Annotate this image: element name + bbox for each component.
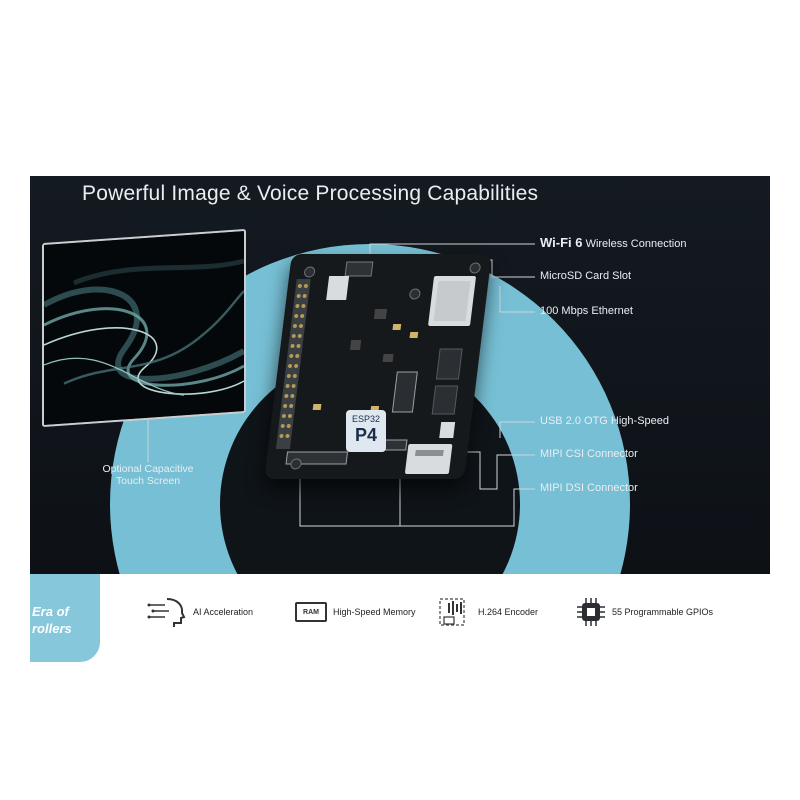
feature-label-gpio: 55 Programmable GPIOs (612, 607, 714, 617)
screen-swirl-art (42, 231, 246, 425)
callout-mipi-dsi: MIPI DSI Connector (540, 482, 638, 494)
gpio-chip-icon (577, 598, 605, 626)
page-title: Powerful Image & Voice Processing Capabi… (82, 182, 539, 205)
video-encoder-icon (439, 598, 465, 626)
touch-screen-image (42, 228, 246, 428)
feature-label-ai: AI Acceleration (193, 607, 254, 617)
callout-microsd: MicroSD Card Slot (540, 270, 632, 282)
ram-icon-text: RAM (303, 608, 319, 616)
callout-touch-screen: Optional Capacitive Touch Screen (78, 463, 218, 487)
ai-head-icon (147, 598, 186, 627)
callout-wifi-bold: Wi-Fi 6 (540, 235, 583, 250)
feature-strip: Era of rollers AI Acceleration RAM Hi (30, 574, 770, 663)
side-tab-line1: Era of (32, 604, 69, 619)
callout-mipi-csi: MIPI CSI Connector (540, 448, 638, 460)
feature-label-h264: H.264 Encoder (478, 607, 539, 617)
chip-model-label: P4 (354, 425, 378, 445)
callout-touch-line2: Touch Screen (115, 475, 181, 487)
feature-h264: H.264 Encoder (438, 592, 538, 632)
esp32-p4-chip: ESP32 P4 (346, 410, 386, 452)
hero-panel: Powerful Image & Voice Processing Capabi… (30, 176, 770, 574)
ram-icon: RAM (295, 602, 327, 622)
side-tab: Era of rollers (30, 574, 100, 662)
feature-label-memory: High-Speed Memory (333, 607, 416, 617)
callout-usb: USB 2.0 OTG High-Speed (540, 415, 670, 427)
callout-touch-line1: Optional Capacitive (102, 463, 194, 475)
dev-board-image (264, 254, 492, 479)
feature-memory: RAM High-Speed Memory (295, 592, 416, 632)
chip-series-label: ESP32 (351, 414, 381, 424)
callout-wifi-rest: Wireless Connection (585, 238, 687, 250)
callout-wifi: Wi-Fi 6 Wireless Connection (540, 235, 686, 250)
feature-gpio: 55 Programmable GPIOs (576, 592, 713, 632)
callout-ethernet: 100 Mbps Ethernet (540, 305, 633, 317)
side-tab-line2: rollers (32, 621, 72, 636)
feature-ai-acceleration: AI Acceleration (147, 592, 253, 632)
board-components (275, 261, 481, 474)
product-slide: Powerful Image & Voice Processing Capabi… (30, 176, 770, 663)
